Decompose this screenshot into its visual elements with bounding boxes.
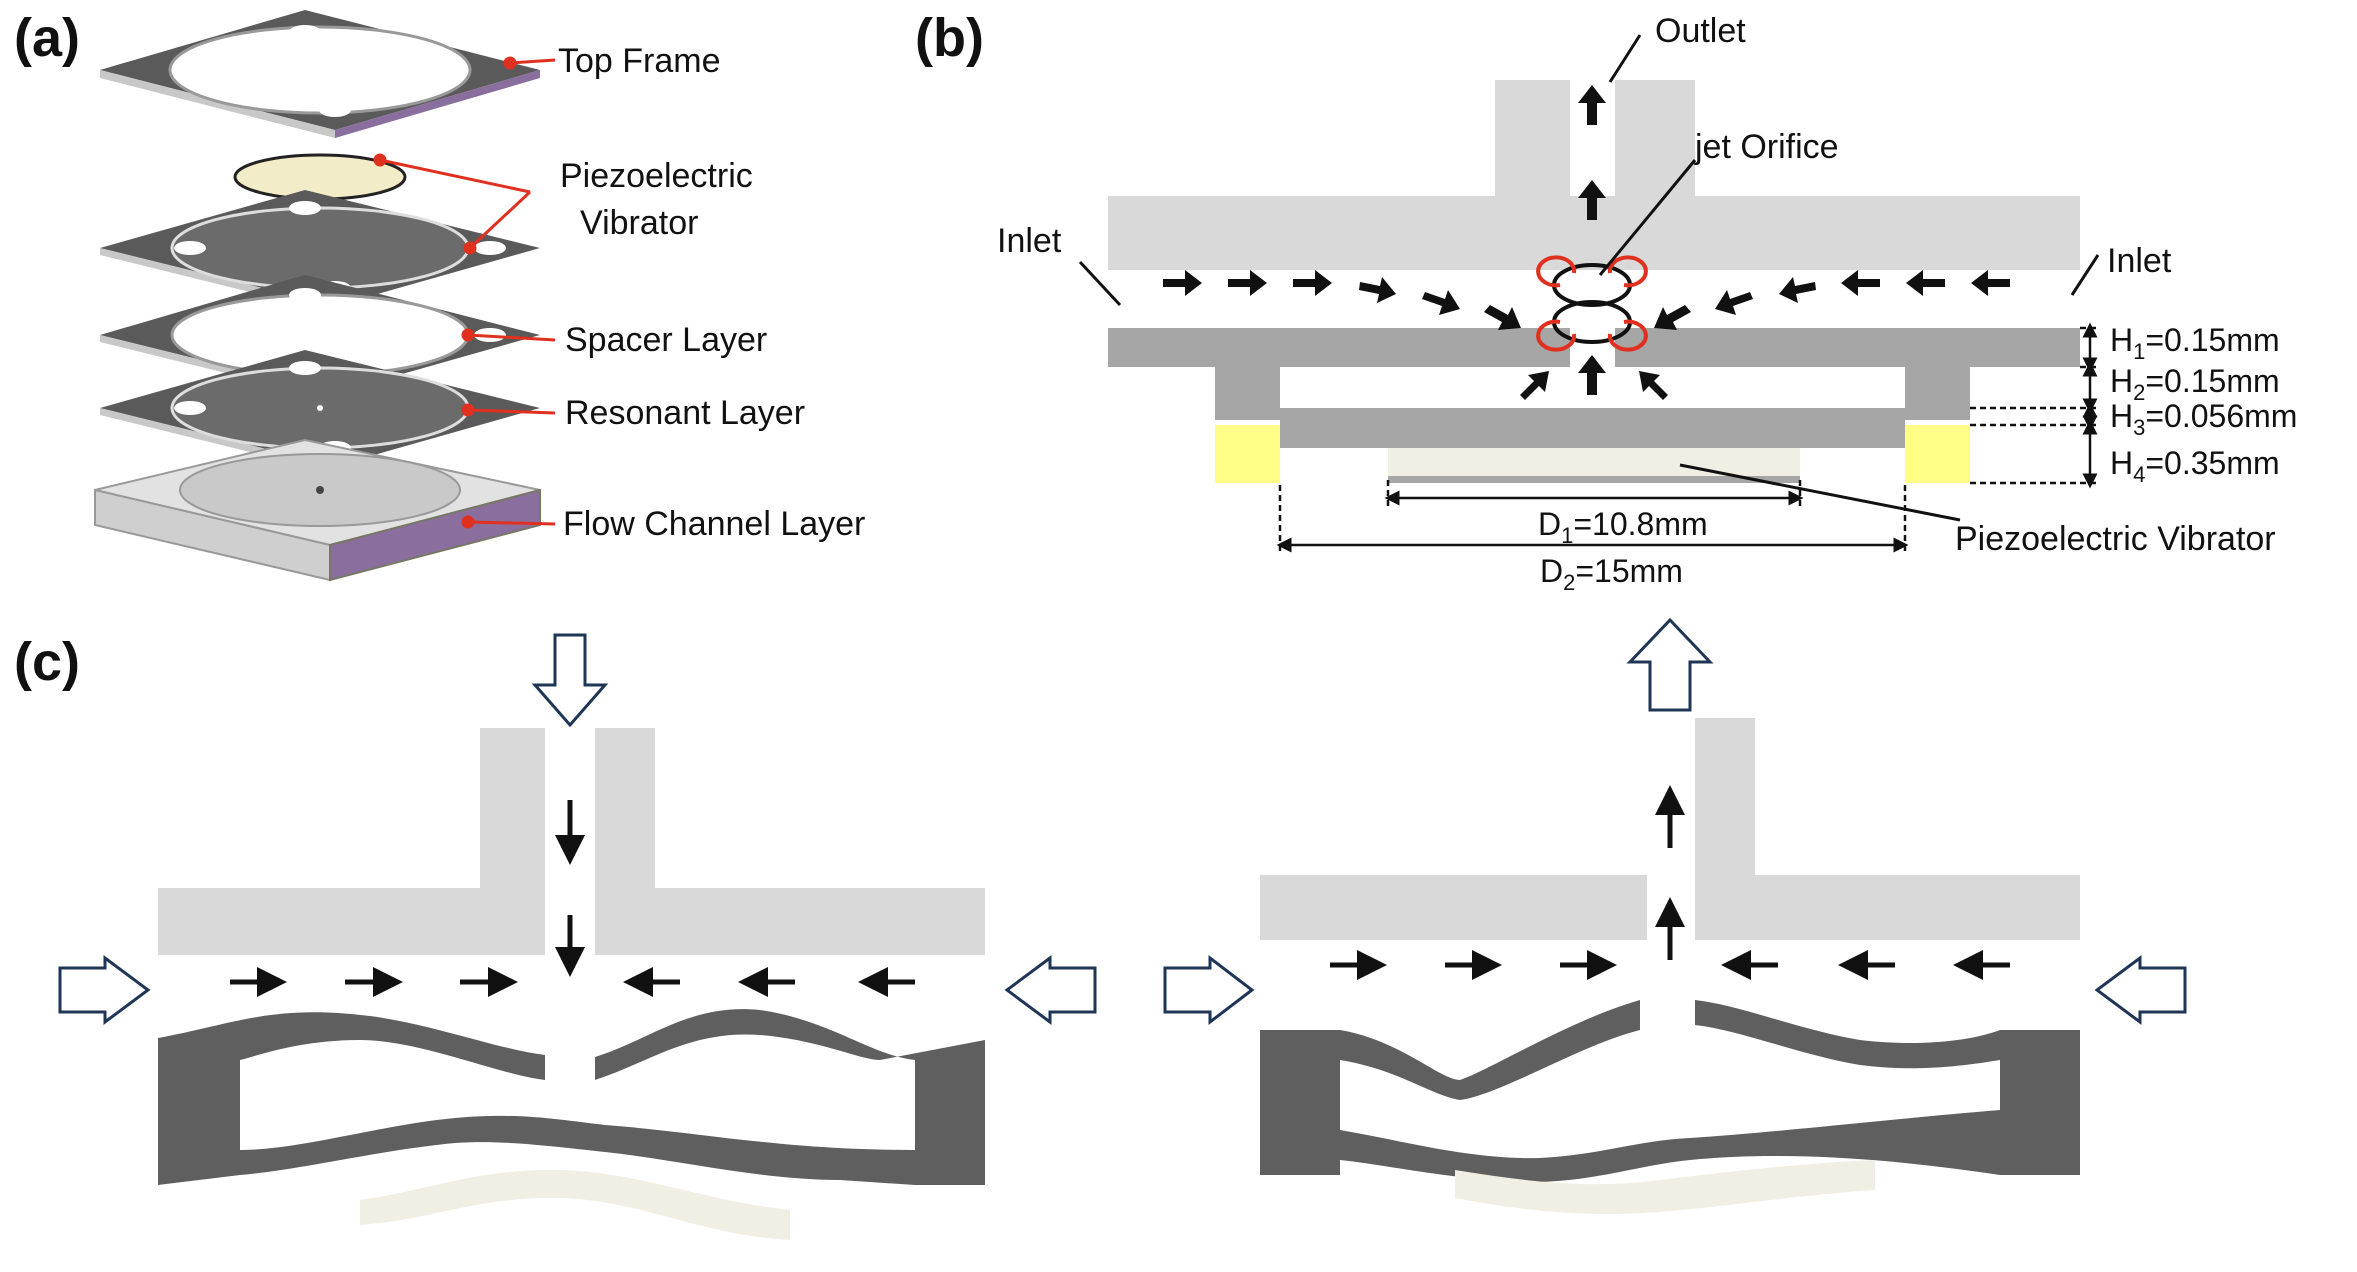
- flow-channel-layer: [94, 438, 541, 582]
- panel-c-left-suction: [58, 633, 1097, 1240]
- label-top-frame: Top Frame: [558, 42, 721, 80]
- piezo-vibrator-element: [1388, 448, 1800, 476]
- resonant-plate: [1108, 328, 1570, 420]
- panel-label-a: (a): [14, 8, 80, 68]
- label-jet-orifice: jet Orifice: [1694, 128, 1839, 166]
- yellow-support-right: [1905, 425, 1970, 483]
- vortex-rings: [1536, 255, 1648, 352]
- label-piezoelectric: Piezoelectric: [560, 157, 753, 195]
- label-outlet: Outlet: [1655, 12, 1746, 50]
- yellow-support-left: [1215, 425, 1280, 483]
- label-inlet-left: Inlet: [997, 222, 1062, 260]
- top-plate: [1108, 80, 2080, 270]
- label-spacer-layer: Spacer Layer: [565, 321, 767, 359]
- panel-label-c: (c): [14, 632, 80, 692]
- label-inlet-right: Inlet: [2107, 242, 2172, 280]
- vibrating-plate: [1280, 408, 1905, 448]
- panel-c-right-discharge: [1163, 617, 2187, 1215]
- panel-a-leader-lines: [373, 56, 556, 529]
- panel-b-cross-section: Outlet jet Orifice Inlet Inlet Piezoelec…: [997, 12, 2297, 595]
- resonant-layer: [100, 350, 540, 473]
- dim-d2: D2=15mm: [1540, 553, 1683, 595]
- top-frame-layer: [100, 10, 540, 138]
- dim-h2: H2=0.15mm: [2110, 363, 2280, 405]
- diameter-dimensions: [1276, 480, 1909, 555]
- panel-a-exploded-view: Top Frame Piezoelectric Vibrator Spacer …: [94, 10, 865, 582]
- label-piezo-vibrator: Piezoelectric Vibrator: [1955, 520, 2276, 558]
- dim-d1: D1=10.8mm: [1538, 506, 1708, 548]
- resonant-plate-right: [1615, 328, 2080, 420]
- dim-h4: H4=0.35mm: [2110, 445, 2280, 487]
- dim-h1: H1=0.15mm: [2110, 322, 2280, 364]
- label-resonant-layer: Resonant Layer: [565, 394, 805, 432]
- label-flow-channel-layer: Flow Channel Layer: [563, 505, 865, 543]
- dim-h3: H3=0.056mm: [2110, 398, 2297, 440]
- label-vibrator: Vibrator: [580, 204, 698, 242]
- flow-arrows-b: [1163, 85, 2010, 400]
- height-dimensions: [1970, 322, 2100, 489]
- panel-label-b: (b): [915, 8, 984, 68]
